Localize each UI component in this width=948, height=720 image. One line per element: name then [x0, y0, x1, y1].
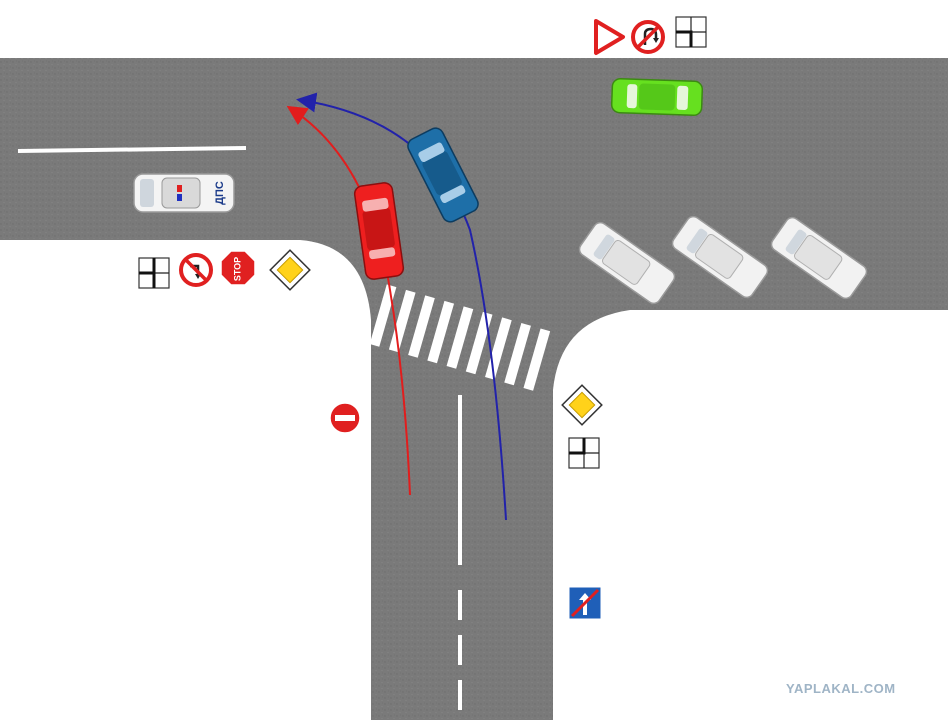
- road-markings: [17, 146, 462, 710]
- junction-plate-sign: [675, 16, 707, 48]
- road-surface: [0, 58, 948, 720]
- priority-road-sign: [269, 249, 311, 291]
- no-u-turn-sign: [631, 20, 665, 54]
- blue-car: [407, 127, 479, 223]
- junction-plate-sign: [568, 437, 600, 469]
- no-entry-sign: [329, 402, 361, 434]
- stop-line: [17, 146, 247, 153]
- police-car: ДПС: [133, 173, 235, 213]
- police-car-label: ДПС: [214, 181, 226, 205]
- parked-white-car-1: [578, 221, 676, 305]
- priority-road-sign: [561, 384, 603, 426]
- stop-sign: STOP: [220, 250, 256, 286]
- no-right-turn-sign: [179, 253, 213, 287]
- green-car: [610, 77, 704, 117]
- stop-sign-text: STOP: [232, 257, 242, 281]
- watermark: YAPLAKAL.COM: [786, 681, 896, 696]
- red-car: [353, 182, 405, 280]
- give-way-sign: [594, 19, 625, 55]
- red-car-trajectory: [286, 105, 411, 496]
- parked-white-car-2: [671, 215, 769, 299]
- end-of-one-way-sign: [568, 586, 602, 620]
- pedestrian-crossing: [369, 284, 551, 391]
- parked-white-car-3: [770, 216, 868, 300]
- blue-car-trajectory: [296, 92, 507, 521]
- junction-plate-sign: [138, 257, 170, 289]
